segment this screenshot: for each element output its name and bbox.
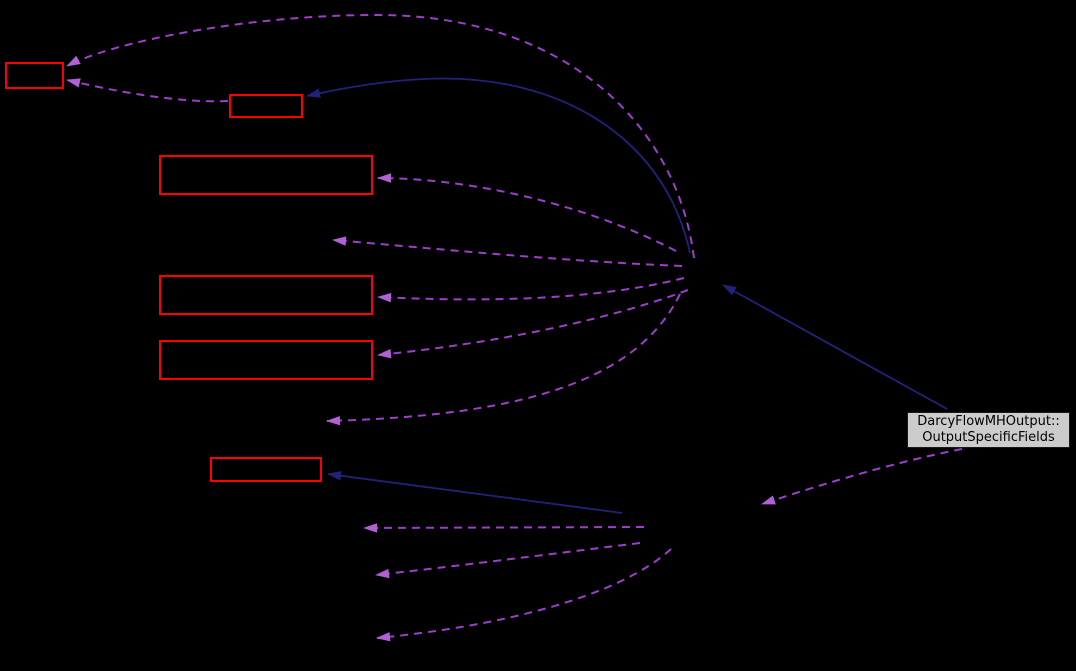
usage-edge-hub-to-box4 — [377, 277, 685, 303]
current-class-node-label-line1: DarcyFlowMHOutput:: — [917, 414, 1060, 429]
usage-edge-hub2-to-hidden-node-5 — [376, 548, 672, 642]
usage-edge-hub-to-hidden-node-1 — [332, 236, 683, 267]
current-class-node-outputspecificfields: DarcyFlowMHOutput:: OutputSpecificFields — [907, 412, 1070, 448]
class-node-2[interactable] — [229, 94, 303, 118]
usage-edge-box2-to-box1 — [66, 78, 229, 103]
usage-edge-hub-to-box1 — [66, 13, 695, 259]
class-node-4[interactable] — [159, 275, 373, 315]
class-node-5[interactable] — [159, 340, 373, 380]
usage-edge-hub-to-box3 — [377, 173, 677, 252]
current-class-node-label-line2: OutputSpecificFields — [922, 430, 1055, 445]
class-node-1[interactable] — [5, 62, 64, 89]
usage-edge-hub-to-box5 — [377, 289, 689, 359]
inheritance-edge-hub2-to-box6 — [327, 471, 623, 514]
inheritance-edge-hub-to-box2 — [306, 77, 691, 254]
usage-edge-hub2-to-hidden-node-4 — [375, 542, 641, 579]
usage-edge-hub-to-hidden-node-2 — [326, 293, 681, 426]
class-node-3[interactable] — [159, 155, 373, 195]
usage-edge-current-node-to-hub2 — [761, 448, 963, 505]
class-node-6[interactable] — [210, 457, 322, 482]
usage-edge-hub2-to-hidden-node-3 — [363, 523, 645, 533]
inheritance-edge-current-node-to-hub — [722, 284, 948, 410]
